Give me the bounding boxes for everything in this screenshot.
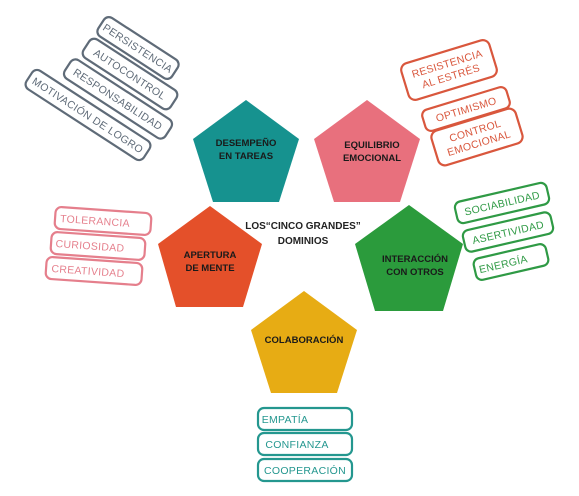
tag-energia: ENERGÍA: [472, 243, 550, 281]
tag-box: [430, 107, 524, 167]
domain-label-line1: APERTURA: [184, 250, 237, 261]
tag-box: [400, 39, 498, 101]
tag-box: [49, 231, 147, 261]
domain-label-line2: DE MENTE: [185, 263, 234, 274]
tag-curiosidad: CURIOSIDAD: [49, 231, 147, 261]
tag-confianza: CONFIANZA: [256, 431, 354, 457]
domain-label-line2: CON OTROS: [386, 267, 444, 278]
tags-desempeno: PERSISTENCIA AUTOCONTROL RESPONSABILIDAD…: [24, 16, 180, 162]
domain-label-line1: EQUILIBRIO: [344, 140, 399, 151]
tag-box: [256, 431, 354, 457]
pentagon-pink: [314, 100, 420, 202]
tag-box: [472, 243, 550, 281]
tag-box: [44, 255, 144, 287]
tag-label: TOLERANCIA: [60, 213, 131, 230]
tag-box: [81, 37, 179, 111]
tag-label: CONFIANZA: [265, 439, 328, 451]
domain-label-line1: INTERACCIÓN: [382, 253, 448, 265]
tag-box: [62, 58, 174, 140]
pentagon-orange: [158, 206, 262, 307]
tag-resistencia-al-estres: RESISTENCIA AL ESTRÉS: [400, 39, 498, 101]
tag-box: [453, 181, 551, 225]
pentagon-green: [355, 205, 463, 311]
domain-label: COLABORACIÓN: [265, 334, 344, 346]
tag-label: COOPERACIÓN: [264, 464, 346, 477]
domain-label-line1: DESEMPEÑO: [216, 138, 277, 149]
tag-cooperacion: COOPERACIÓN: [256, 457, 354, 483]
tag-box: [96, 16, 180, 80]
tags-emocional: RESISTENCIA AL ESTRÉS OPTIMISMO CONTROL …: [400, 39, 524, 167]
tag-box: [256, 457, 354, 483]
tag-label: CURIOSIDAD: [55, 238, 125, 255]
tag-tolerancia: TOLERANCIA: [53, 205, 153, 237]
tags-otros: SOCIABILIDAD ASERTIVIDAD ENERGÍA: [453, 181, 555, 281]
center-title-line2: DOMINIOS: [278, 236, 329, 247]
tag-label: CREATIVIDAD: [51, 263, 125, 280]
tag-label: EMPATÍA: [262, 413, 309, 426]
tag-empatia: EMPATÍA: [256, 406, 354, 432]
domain-equilibrio-emocional: EQUILIBRIO EMOCIONAL: [314, 100, 420, 202]
domain-label-line2: EMOCIONAL: [343, 153, 401, 164]
domain-colaboracion: COLABORACIÓN: [251, 291, 357, 393]
tags-colaboracion: EMPATÍA CONFIANZA COOPERACIÓN: [256, 406, 354, 483]
pentagon-yellow: [251, 291, 357, 393]
tag-box: [53, 205, 153, 237]
tag-box: [461, 211, 555, 253]
tag-creatividad: CREATIVIDAD: [44, 255, 144, 287]
domain-label-line2: EN TAREAS: [219, 151, 273, 162]
tags-mente: TOLERANCIA CURIOSIDAD CREATIVIDAD: [44, 205, 153, 287]
tag-box: [256, 406, 354, 432]
domain-desempeno-en-tareas: DESEMPEÑO EN TAREAS: [193, 100, 299, 202]
tag-box: [24, 68, 152, 162]
pentagon-teal: [193, 100, 299, 202]
domain-interaccion-con-otros: INTERACCIÓN CON OTROS: [355, 205, 463, 311]
center-title-line1: LOS“CINCO GRANDES”: [245, 221, 361, 232]
domain-apertura-de-mente: APERTURA DE MENTE: [158, 206, 262, 307]
